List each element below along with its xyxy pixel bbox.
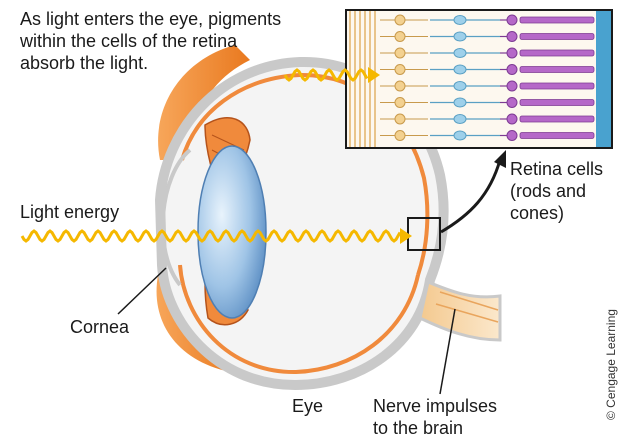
bipolar-cell — [454, 16, 466, 25]
rod-nucleus — [507, 114, 517, 124]
caption-text: As light enters the eye, pigments within… — [20, 8, 350, 74]
ganglion-cell — [395, 65, 405, 75]
eye-label: Eye — [292, 395, 323, 417]
bipolar-cell — [454, 65, 466, 74]
nerve-impulses-label: Nerve impulses to the brain — [373, 395, 533, 439]
rod-nucleus — [507, 81, 517, 91]
rod-outer-segment — [520, 50, 594, 56]
bipolar-cell — [454, 98, 466, 107]
rod-nucleus — [507, 32, 517, 42]
rod-outer-segment — [520, 34, 594, 40]
retina-cells-label: Retina cells (rods and cones) — [510, 158, 630, 224]
rod-nucleus — [507, 65, 517, 75]
bipolar-cell — [454, 32, 466, 41]
ganglion-cell — [395, 114, 405, 124]
rod-outer-segment — [520, 133, 594, 139]
rod-outer-segment — [520, 116, 594, 122]
rod-nucleus — [507, 131, 517, 141]
rod-nucleus — [507, 48, 517, 58]
copyright-credit: © Cengage Learning — [604, 309, 618, 420]
bipolar-cell — [454, 49, 466, 58]
bipolar-cell — [454, 115, 466, 124]
rod-outer-segment — [520, 17, 594, 23]
ganglion-cell — [395, 81, 405, 91]
ganglion-cell — [395, 32, 405, 42]
ganglion-cell — [395, 131, 405, 141]
zoom-arrow — [441, 160, 500, 232]
ganglion-cell — [395, 15, 405, 25]
bipolar-cell — [454, 131, 466, 140]
ganglion-cell — [395, 48, 405, 58]
zoom-arrow-head — [494, 150, 506, 168]
rod-outer-segment — [520, 83, 594, 89]
rod-nucleus — [507, 15, 517, 25]
cornea-label: Cornea — [70, 316, 129, 338]
bipolar-cell — [454, 82, 466, 91]
retina-cells-inset — [346, 10, 612, 148]
ganglion-cell — [395, 98, 405, 108]
light-energy-label: Light energy — [20, 201, 119, 223]
rod-nucleus — [507, 98, 517, 108]
rod-outer-segment — [520, 100, 594, 106]
rod-outer-segment — [520, 67, 594, 73]
